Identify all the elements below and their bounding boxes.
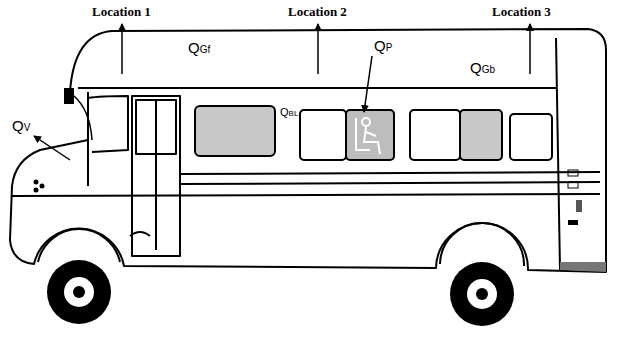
- heat-flux-label: QGb: [470, 60, 495, 77]
- heat-flux-label: QBL: [280, 106, 298, 119]
- location-label: Location 2: [288, 5, 347, 19]
- location-label: Location 3: [492, 5, 551, 19]
- heat-flux-label: QP: [374, 38, 392, 55]
- heat-flux-label: QV: [12, 118, 30, 135]
- location-label: Location 1: [92, 5, 151, 19]
- heat-flux-label: QGf: [188, 40, 210, 57]
